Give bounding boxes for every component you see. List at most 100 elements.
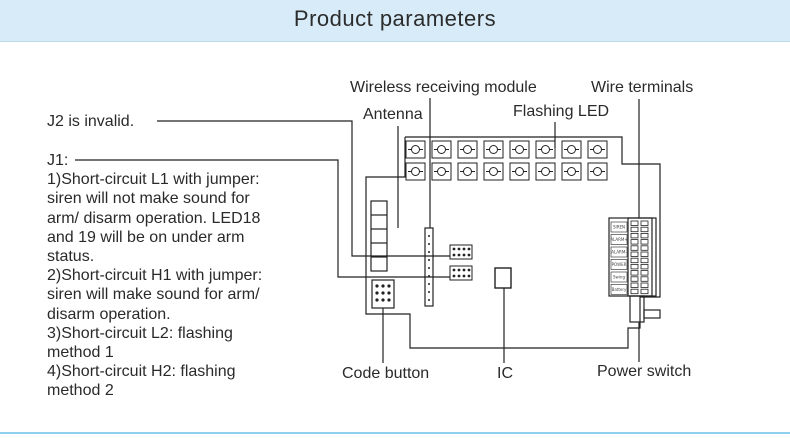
page-title: Product parameters: [293, 6, 497, 31]
terminal-label-box: [610, 234, 628, 245]
terminal-label: Swing: [613, 275, 625, 280]
jumper-pin: [467, 268, 471, 272]
j1-note-line: status.: [47, 248, 95, 265]
strip-pin: [428, 267, 430, 269]
module-strip: [424, 227, 434, 307]
board-outline: [365, 136, 661, 349]
terminal-pin: [630, 239, 639, 245]
strip-pin: [428, 259, 430, 261]
jumper-pin: [467, 253, 471, 257]
jumper-pin: [462, 247, 466, 251]
label-antenna: Antenna: [363, 106, 423, 123]
terminal-label: Battery: [612, 287, 627, 292]
led-indicator: [509, 162, 530, 181]
terminal-pin: [630, 220, 639, 226]
terminal-pin: [630, 276, 639, 282]
strip-pin: [428, 291, 430, 293]
terminal-pin: [640, 226, 649, 233]
terminal-label: ALARM+: [610, 237, 627, 242]
leader-j2: [157, 120, 450, 257]
jumper-pin: [457, 274, 461, 278]
led-indicator: [457, 162, 478, 181]
button-dot: [375, 298, 379, 302]
terminal-pin: [640, 257, 649, 264]
strip-pin: [428, 275, 430, 277]
jumper-pin: [457, 253, 461, 257]
j1-note-line: method 2: [47, 382, 114, 400]
jumper-pin: [452, 253, 456, 257]
led-indicator: [483, 140, 504, 159]
led-indicator: [483, 162, 504, 181]
jumper-pin: [452, 274, 456, 278]
terminal-pin: [640, 263, 649, 270]
terminal-pin: [630, 245, 639, 251]
terminal-pin: [630, 226, 639, 233]
led-indicator: [405, 162, 426, 181]
terminal-pin: [630, 263, 639, 270]
strip-pin: [428, 299, 430, 301]
label-wireless-module: Wireless receiving module: [350, 79, 537, 96]
j1-note-line: disarm operation.: [47, 305, 171, 323]
terminal-pin: [630, 282, 639, 288]
button-dot: [387, 291, 391, 295]
label-ic: IC: [497, 365, 513, 382]
terminal-pin: [630, 251, 639, 257]
j1-note-line: and 19 will be on under arm: [47, 228, 245, 246]
terminal-pin: [630, 257, 639, 264]
terminal-label-box: [610, 221, 628, 233]
j1-note-line: arm/ disarm operation. LED18: [47, 209, 261, 227]
j2-note: J2 is invalid.: [47, 113, 135, 130]
j1-note-line: 2)Short-circuit H1 with jumper:: [47, 267, 263, 285]
jumper-pin: [462, 274, 466, 278]
terminal-pin: [630, 288, 639, 295]
jumper-pin: [457, 247, 461, 251]
j1-note-line: siren will not make sound for: [47, 190, 250, 208]
terminal-pin: [630, 232, 639, 239]
terminal-label: POWER: [612, 262, 627, 267]
jumper-pin: [457, 268, 461, 272]
label-power-switch: Power switch: [597, 363, 692, 380]
led-indicator: [457, 140, 478, 159]
j1-note-line: 3)Short-circuit L2: flashing: [47, 324, 233, 342]
label-flashing-led: Flashing LED: [513, 103, 610, 120]
jumper-pin: [467, 247, 471, 251]
terminal-pin: [640, 239, 649, 245]
terminal-pin: [640, 245, 649, 251]
led-indicator: [587, 140, 608, 159]
led-indicator: [587, 162, 608, 181]
jumper-pin: [452, 247, 456, 251]
j1-note-line: 4)Short-circuit H2: flashing: [47, 363, 236, 381]
ic-chip: [494, 267, 512, 289]
label-code-button: Code button: [342, 365, 430, 382]
jumper-pin: [462, 253, 466, 257]
jumper-pin: [452, 268, 456, 272]
led-indicator: [561, 140, 582, 159]
button-dot: [387, 284, 391, 288]
button-dot: [375, 284, 379, 288]
terminal-label-box: [610, 284, 628, 295]
led-indicator: [535, 162, 556, 181]
terminal-label-box: [610, 259, 628, 270]
leader-j1: [75, 159, 450, 278]
terminal-pin: [640, 251, 649, 257]
j1-note-line: J1:: [47, 152, 69, 169]
terminal-label: SIREN: [613, 225, 625, 230]
strip-pin: [428, 243, 430, 245]
led-indicator: [535, 140, 556, 159]
jumper-j1: [449, 265, 473, 281]
j1-note-line: 1)Short-circuit L1 with jumper:: [47, 171, 260, 189]
terminal-label-box: [610, 271, 628, 283]
button-dot: [375, 291, 379, 295]
led-indicator: [561, 162, 582, 181]
jumper-pin: [462, 268, 466, 272]
terminal-pin: [630, 270, 639, 276]
button-dot: [387, 298, 391, 302]
j1-note-line: method 1: [47, 344, 114, 361]
button-dot: [381, 284, 385, 288]
power-switch-part: [629, 295, 645, 323]
terminal-label-box: [610, 246, 628, 258]
jumper-j2: [449, 244, 473, 260]
terminal-pin: [640, 282, 649, 288]
jumper-pin: [467, 274, 471, 278]
